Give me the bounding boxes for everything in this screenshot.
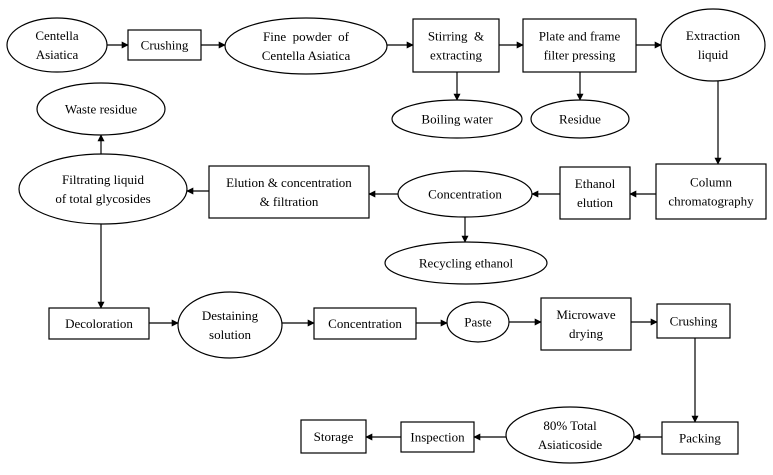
node-centella-label-1: Centella: [35, 28, 79, 43]
node-fine-powder-label-1: Fine powder of: [263, 29, 350, 44]
node-destaining-label-1: Destaining: [202, 308, 259, 323]
node-concentration1: Concentration: [397, 170, 533, 218]
node-crushing2-shape: [656, 303, 731, 339]
node-ethanol-elution-label-1: Ethanol: [575, 176, 616, 191]
node-paste-label-1: Paste: [464, 315, 492, 330]
node-destaining-label-2: solution: [209, 327, 251, 342]
node-extraction-liquid-shape: [660, 8, 766, 82]
node-fine-powder-shape: [224, 17, 388, 75]
node-asiaticoside-label-1: 80% Total: [543, 418, 597, 433]
node-elution-conc-label-2: & filtration: [260, 194, 319, 209]
flow-arrows: [97, 41, 722, 441]
node-extraction-liquid: Extraction liquid: [660, 8, 766, 82]
node-concentration2-shape: [313, 307, 417, 340]
node-ethanol-elution-label-2: elution: [577, 195, 614, 210]
node-storage-label-1: Storage: [314, 429, 354, 444]
node-microwave-label-1: Microwave: [556, 307, 615, 322]
node-storage-shape: [300, 419, 367, 454]
node-elution-conc: Elution & concentration & filtration: [208, 165, 370, 219]
node-asiaticoside-shape: [505, 406, 635, 464]
node-boiling-water: Boiling water: [391, 99, 523, 139]
node-plate-frame-label-2: filter pressing: [544, 48, 616, 63]
node-paste: Paste: [446, 301, 510, 343]
node-packing: Packing: [661, 421, 739, 455]
node-plate-frame-shape: [522, 18, 637, 73]
node-inspection-label-1: Inspection: [410, 430, 465, 445]
node-decoloration-label-1: Decoloration: [65, 316, 133, 331]
node-recycling-ethanol: Recycling ethanol: [384, 241, 548, 285]
node-plate-frame-label-1: Plate and frame: [539, 29, 621, 44]
node-boiling-water-label-1: Boiling water: [421, 112, 493, 127]
node-residue-label-1: Residue: [559, 112, 601, 127]
node-concentration2-label-1: Concentration: [328, 316, 402, 331]
node-paste-shape: [446, 301, 510, 343]
node-filtrating-label-1: Filtrating liquid: [62, 172, 144, 187]
node-recycling-ethanol-label-1: Recycling ethanol: [419, 256, 514, 271]
node-ethanol-elution-shape: [559, 166, 631, 220]
node-microwave: Microwave drying: [540, 297, 632, 351]
node-elution-conc-label-1: Elution & concentration: [226, 175, 352, 190]
node-column-label-1: Column: [690, 175, 732, 190]
node-packing-label-1: Packing: [679, 431, 721, 446]
node-centella-shape: [6, 17, 108, 73]
node-stirring: Stirring & extracting: [412, 18, 500, 73]
node-column-shape: [655, 163, 767, 220]
node-inspection: Inspection: [400, 421, 475, 453]
node-microwave-label-2: drying: [569, 326, 603, 341]
node-destaining-shape: [177, 291, 283, 359]
node-stirring-label-1: Stirring &: [428, 29, 484, 44]
node-waste-residue: Waste residue: [36, 82, 166, 136]
node-waste-residue-shape: [36, 82, 166, 136]
node-waste-residue-label-1: Waste residue: [65, 102, 137, 117]
node-concentration1-shape: [397, 170, 533, 218]
node-extraction-liquid-label-2: liquid: [698, 47, 729, 62]
node-column: Column chromatography: [655, 163, 767, 220]
node-concentration2: Concentration: [313, 307, 417, 340]
node-filtrating-shape: [18, 153, 188, 225]
node-decoloration-shape: [48, 307, 150, 340]
node-inspection-shape: [400, 421, 475, 453]
node-centella-label-2: Asiatica: [36, 47, 79, 62]
node-concentration1-label-1: Concentration: [428, 187, 502, 202]
node-storage: Storage: [300, 419, 367, 454]
node-column-label-2: chromatography: [668, 194, 754, 209]
node-decoloration: Decoloration: [48, 307, 150, 340]
node-recycling-ethanol-shape: [384, 241, 548, 285]
node-crushing2: Crushing: [656, 303, 731, 339]
node-plate-frame: Plate and frame filter pressing: [522, 18, 637, 73]
node-stirring-shape: [412, 18, 500, 73]
node-packing-shape: [661, 421, 739, 455]
node-filtrating-label-2: of total glycosides: [55, 191, 150, 206]
node-crushing1-label-1: Crushing: [141, 38, 189, 53]
node-extraction-liquid-label-1: Extraction: [686, 28, 741, 43]
node-asiaticoside-label-2: Asiaticoside: [538, 437, 602, 452]
node-crushing1: Crushing: [127, 29, 202, 61]
node-microwave-shape: [540, 297, 632, 351]
node-ethanol-elution: Ethanol elution: [559, 166, 631, 220]
node-residue: Residue: [530, 99, 630, 139]
node-crushing1-shape: [127, 29, 202, 61]
node-residue-shape: [530, 99, 630, 139]
node-elution-conc-shape: [208, 165, 370, 219]
node-fine-powder: Fine powder of Centella Asiatica: [224, 17, 388, 75]
node-boiling-water-shape: [391, 99, 523, 139]
node-fine-powder-label-2: Centella Asiatica: [262, 48, 351, 63]
node-stirring-label-2: extracting: [430, 48, 482, 63]
node-crushing2-label-1: Crushing: [670, 314, 718, 329]
node-destaining: Destaining solution: [177, 291, 283, 359]
node-filtrating: Filtrating liquid of total glycosides: [18, 153, 188, 225]
